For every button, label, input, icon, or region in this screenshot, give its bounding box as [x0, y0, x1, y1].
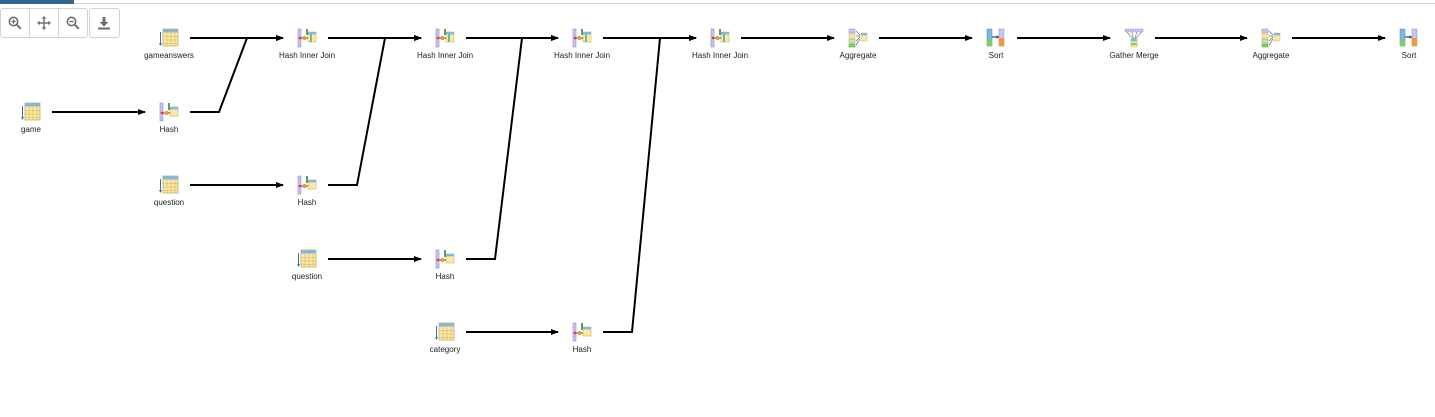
scan-node-icon — [297, 249, 317, 269]
zoom-in-icon — [8, 16, 22, 30]
scan-node-icon — [159, 175, 179, 195]
plan-node-hash-4[interactable]: Hash — [527, 322, 637, 358]
plan-node-hash-2[interactable]: Hash — [252, 175, 362, 211]
plan-node-join-1[interactable]: Hash Inner Join — [252, 28, 362, 64]
plan-node-label: category — [429, 345, 461, 354]
hash-node-icon — [435, 249, 455, 269]
plan-node-scan-category[interactable]: category — [390, 322, 500, 358]
edge-hash-1-to-join-1 — [190, 35, 284, 113]
plan-node-join-2[interactable]: Hash Inner Join — [390, 28, 500, 64]
plan-node-sort-1[interactable]: Sort — [941, 28, 1051, 64]
plan-node-label: Hash — [435, 272, 455, 281]
plan-node-label: Hash Inner Join — [691, 51, 749, 60]
plan-node-join-3[interactable]: Hash Inner Join — [527, 28, 637, 64]
zoom-out-icon — [66, 16, 80, 30]
plan-node-hash-3[interactable]: Hash — [390, 249, 500, 285]
scan-node-icon — [435, 322, 455, 342]
move-arrows-icon — [37, 16, 51, 30]
plan-node-label: Sort — [988, 51, 1004, 60]
edge-hash-2-to-join-2 — [328, 35, 422, 186]
top-border — [0, 3, 1435, 4]
plan-node-gather-merge[interactable]: Gather Merge — [1079, 28, 1189, 64]
download-button[interactable] — [90, 9, 118, 37]
edge-hash-4-to-join-4 — [603, 35, 697, 333]
plan-node-label: Hash Inner Join — [278, 51, 336, 60]
sort-node-icon — [986, 28, 1006, 48]
plan-node-label: Hash — [297, 198, 317, 207]
plan-node-label: Hash Inner Join — [553, 51, 611, 60]
plan-node-label: Aggregate — [839, 51, 877, 60]
plan-node-label: gameanswers — [144, 51, 194, 60]
download-toolbar — [89, 8, 120, 38]
join-node-icon — [710, 28, 730, 48]
plan-node-label: Aggregate — [1252, 51, 1290, 60]
hash-node-icon — [159, 102, 179, 122]
plan-node-label: Sort — [1401, 51, 1417, 60]
plan-node-scan-game[interactable]: game — [0, 102, 86, 138]
plan-node-join-4[interactable]: Hash Inner Join — [665, 28, 775, 64]
plan-node-scan-gameanswers[interactable]: gameanswers — [114, 28, 224, 64]
zoom-out-button[interactable] — [58, 9, 87, 37]
plan-node-aggregate-2[interactable]: Aggregate — [1216, 28, 1326, 64]
zoom-in-button[interactable] — [1, 9, 29, 37]
plan-node-label: Hash Inner Join — [416, 51, 474, 60]
hash-node-icon — [572, 322, 592, 342]
plan-node-hash-1[interactable]: Hash — [114, 102, 224, 138]
sort-node-icon — [1399, 28, 1419, 48]
zoom-toolbar — [0, 8, 88, 38]
edge-hash-3-to-join-3 — [466, 35, 559, 260]
plan-node-label: question — [291, 272, 323, 281]
plan-node-label: Gather Merge — [1109, 51, 1159, 60]
gather-node-icon — [1124, 28, 1144, 48]
plan-node-label: Hash — [572, 345, 592, 354]
download-icon — [98, 17, 110, 30]
join-node-icon — [297, 28, 317, 48]
plan-node-sort-2[interactable]: Sort — [1354, 28, 1435, 64]
join-node-icon — [572, 28, 592, 48]
join-node-icon — [435, 28, 455, 48]
scan-node-icon — [159, 28, 179, 48]
plan-node-aggregate-1[interactable]: Aggregate — [803, 28, 913, 64]
active-tab-indicator — [0, 0, 74, 4]
aggregate-node-icon — [848, 28, 868, 48]
scan-node-icon — [21, 102, 41, 122]
plan-node-label: game — [20, 125, 41, 134]
hash-node-icon — [297, 175, 317, 195]
plan-node-scan-question-1[interactable]: question — [114, 175, 224, 211]
plan-node-scan-question-2[interactable]: question — [252, 249, 362, 285]
plan-node-label: question — [153, 198, 185, 207]
aggregate-node-icon — [1261, 28, 1281, 48]
zoom-to-fit-button[interactable] — [29, 9, 58, 37]
plan-node-label: Hash — [159, 125, 179, 134]
